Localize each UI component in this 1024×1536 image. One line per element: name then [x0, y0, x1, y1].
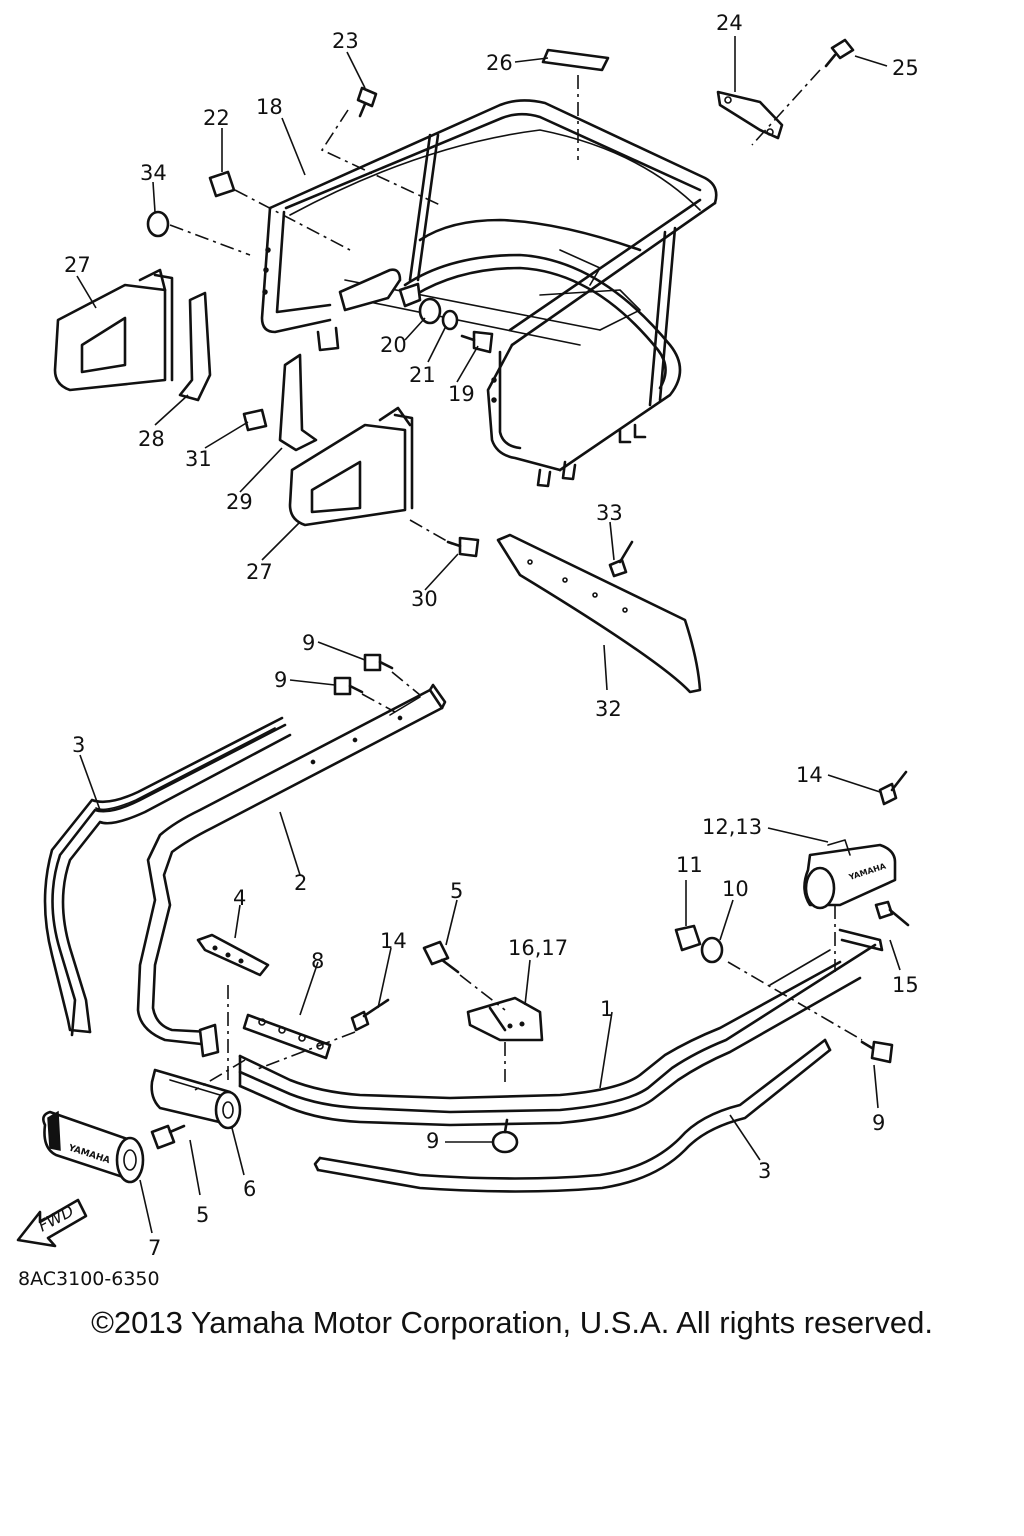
part-3-rubber-lower [313, 1038, 832, 1193]
callout-3-lower: 3 [758, 1159, 771, 1183]
part-34-cap [146, 210, 170, 238]
callout-30: 30 [411, 587, 438, 611]
callout-28: 28 [138, 427, 165, 451]
part-12-13-clamp: YAMAHA [803, 839, 897, 910]
part-32-panel [496, 533, 702, 694]
diagram-code: 8AC3100-6350 [18, 1268, 160, 1290]
leader-lines [76, 36, 901, 1234]
part-6-sleeve [150, 1068, 242, 1130]
callout-19: 19 [448, 382, 475, 406]
callout-labels: 23 24 25 26 22 18 34 27 20 21 19 28 31 2… [64, 11, 919, 1260]
callout-33: 33 [596, 501, 623, 525]
callout-8: 8 [311, 949, 324, 973]
part-27-step-left [53, 268, 174, 392]
part-20-washer [418, 297, 442, 325]
callout-23: 23 [332, 29, 359, 53]
callout-6: 6 [243, 1177, 256, 1201]
callout-14-right: 14 [796, 763, 823, 787]
part-14-rivet-right [878, 770, 908, 806]
callout-5-left: 5 [196, 1203, 209, 1227]
part-3-rubber-upper [43, 716, 292, 1037]
callout-34: 34 [140, 161, 167, 185]
part-5-bolt-left [150, 1124, 186, 1150]
part-19-bolt [460, 330, 494, 354]
callout-26: 26 [486, 51, 513, 75]
callout-29: 29 [226, 490, 253, 514]
callout-1: 1 [600, 997, 613, 1021]
callout-2: 2 [294, 871, 307, 895]
callout-18: 18 [256, 95, 283, 119]
part-28-bracket [178, 291, 212, 402]
part-5-bolt-center [422, 940, 460, 974]
callout-25: 25 [892, 56, 919, 80]
fwd-arrow-icon: FWD [16, 1198, 88, 1248]
callout-24: 24 [716, 11, 743, 35]
basket-frame [260, 99, 718, 488]
part-8-strip [242, 1013, 332, 1060]
callout-21: 21 [409, 363, 436, 387]
part-24-bracket [716, 90, 784, 140]
part-33-rivet [608, 540, 634, 578]
part-16-17-bracket [466, 996, 544, 1042]
callout-22: 22 [203, 106, 230, 130]
part-14-rivet-center [350, 998, 390, 1032]
callout-20: 20 [380, 333, 407, 357]
part-9-bolt-d [860, 1040, 894, 1064]
part-1-bumper [238, 928, 884, 1127]
callout-9-a: 9 [302, 631, 315, 655]
part-21-washer [441, 309, 459, 331]
callout-9-b: 9 [274, 668, 287, 692]
part-2-pipe [136, 683, 447, 1058]
callout-27-bottom: 27 [246, 560, 273, 584]
part-22-nut [208, 170, 236, 198]
part-23-bolt [356, 86, 378, 118]
callout-7: 7 [148, 1236, 161, 1260]
part-9-bolt-b [333, 676, 364, 696]
callout-5-center: 5 [450, 879, 463, 903]
part-29-bracket [278, 353, 318, 452]
callout-4: 4 [233, 886, 246, 910]
callout-11: 11 [676, 853, 703, 877]
part-15-rivet [874, 900, 910, 927]
part-10-washer [700, 936, 724, 964]
callout-16-17: 16,17 [508, 936, 568, 960]
part-4-plate [196, 933, 270, 977]
callout-15: 15 [892, 973, 919, 997]
callout-3-upper: 3 [72, 733, 85, 757]
part-31-nut [242, 408, 268, 432]
part-26-label [541, 48, 610, 72]
copyright-notice: ©2013 Yamaha Motor Corporation, U.S.A. A… [91, 1305, 933, 1340]
part-27-step-right [288, 406, 414, 527]
callout-12-13: 12,13 [702, 815, 762, 839]
callout-14-center: 14 [380, 929, 407, 953]
callout-31: 31 [185, 447, 212, 471]
callout-27-top: 27 [64, 253, 91, 277]
callout-9-bottom: 9 [426, 1129, 439, 1153]
callout-9-right: 9 [872, 1111, 885, 1135]
parts-diagram: YAMAHA FWD YAMAHA [16, 11, 919, 1260]
part-7-grip: YAMAHA [42, 1110, 145, 1184]
part-9-bolt-a [363, 653, 394, 672]
callout-10: 10 [722, 877, 749, 901]
part-30-bolt [446, 536, 480, 558]
part-25-bolt [824, 38, 855, 68]
part-11-nut [674, 924, 702, 952]
callout-32: 32 [595, 697, 622, 721]
